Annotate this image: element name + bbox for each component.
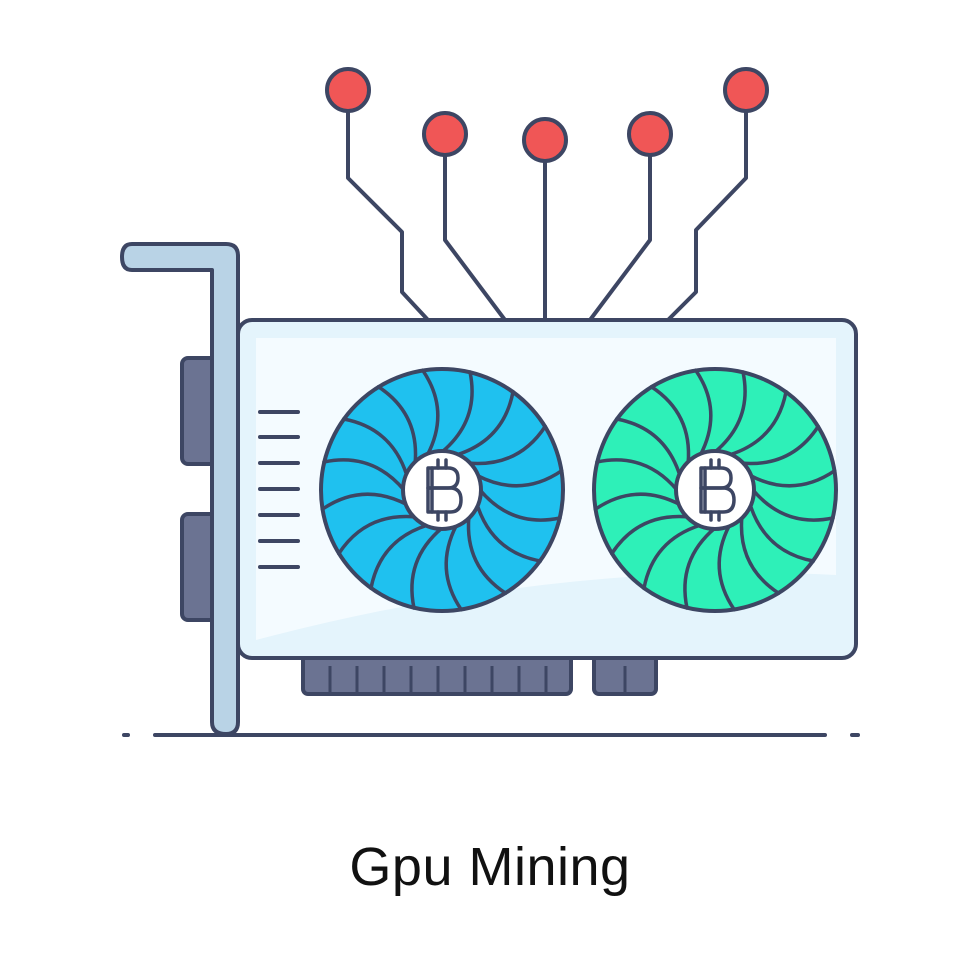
bitcoin-icon — [426, 458, 463, 522]
circuit-node — [325, 67, 371, 113]
circuit-node — [723, 67, 769, 113]
caption-title: Gpu Mining — [349, 837, 631, 897]
circuit-node — [627, 111, 673, 157]
cooling-fan-left — [319, 367, 565, 613]
circuit-traces — [346, 110, 748, 322]
gpu-mining-icon — [120, 67, 860, 737]
mounting-bracket — [120, 242, 240, 736]
circuit-node — [522, 117, 568, 163]
fan-hub — [674, 449, 756, 531]
fan-hub — [401, 449, 483, 531]
circuit-nodes — [325, 67, 769, 163]
bitcoin-icon — [699, 458, 736, 522]
cooling-fan-right — [592, 367, 838, 613]
vent-lines — [258, 410, 300, 569]
circuit-node — [422, 111, 468, 157]
